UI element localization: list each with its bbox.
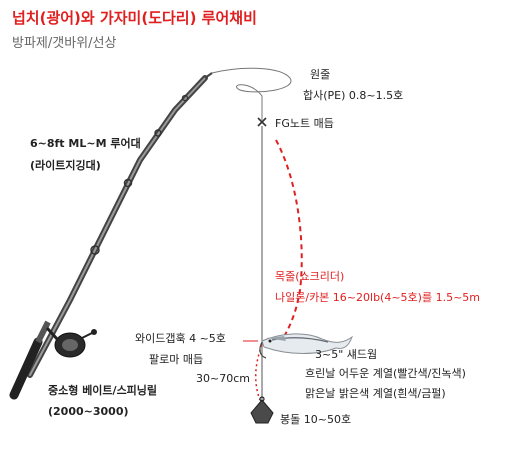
reel-icon <box>45 326 97 358</box>
main-line-spec: 합사(PE) 0.8~1.5호 <box>303 89 404 102</box>
shad-worm-icon <box>259 333 354 359</box>
main-line <box>211 67 292 120</box>
shad-size-label: 3~5" 섀드웜 <box>315 348 378 361</box>
hook-label: 와이드갭훅 4 ~5호 <box>135 332 226 345</box>
page-subtitle: 방파제/갯바위/선상 <box>12 36 117 51</box>
shad-bright-label: 맑은날 밝은색 계열(흰색/금펄) <box>305 387 446 400</box>
leader-spec: 나일론/카본 16~20lb(4~5호)를 1.5~5m <box>275 291 481 304</box>
distance-label: 30~70cm <box>196 372 250 385</box>
sinker-label: 봉돌 10~50호 <box>280 413 352 426</box>
fg-knot-icon <box>257 117 267 127</box>
reel-sublabel: (2000~3000) <box>48 405 129 418</box>
knot-label: 팔로마 매듭 <box>149 353 204 366</box>
page-title: 넙치(광어)와 가자미(도다리) 루어채비 <box>12 9 257 27</box>
rod-sublabel: (라이트지깅대) <box>30 159 101 172</box>
leader-arc <box>275 139 303 341</box>
rod-label: 6~8ft ML~M 루어대 <box>30 137 141 150</box>
main-line-label: 원줄 <box>310 68 331 81</box>
shad-dark-label: 흐린날 어두운 계열(빨간색/진녹색) <box>305 367 466 380</box>
fishing-rod <box>9 72 213 400</box>
reel-label: 중소형 베이트/스피닝릴 <box>48 384 158 397</box>
leader-label: 목줄(쇼크리더) <box>275 270 345 283</box>
fg-knot-label: FG노트 매듭 <box>275 117 334 130</box>
sinker-icon <box>250 396 274 424</box>
